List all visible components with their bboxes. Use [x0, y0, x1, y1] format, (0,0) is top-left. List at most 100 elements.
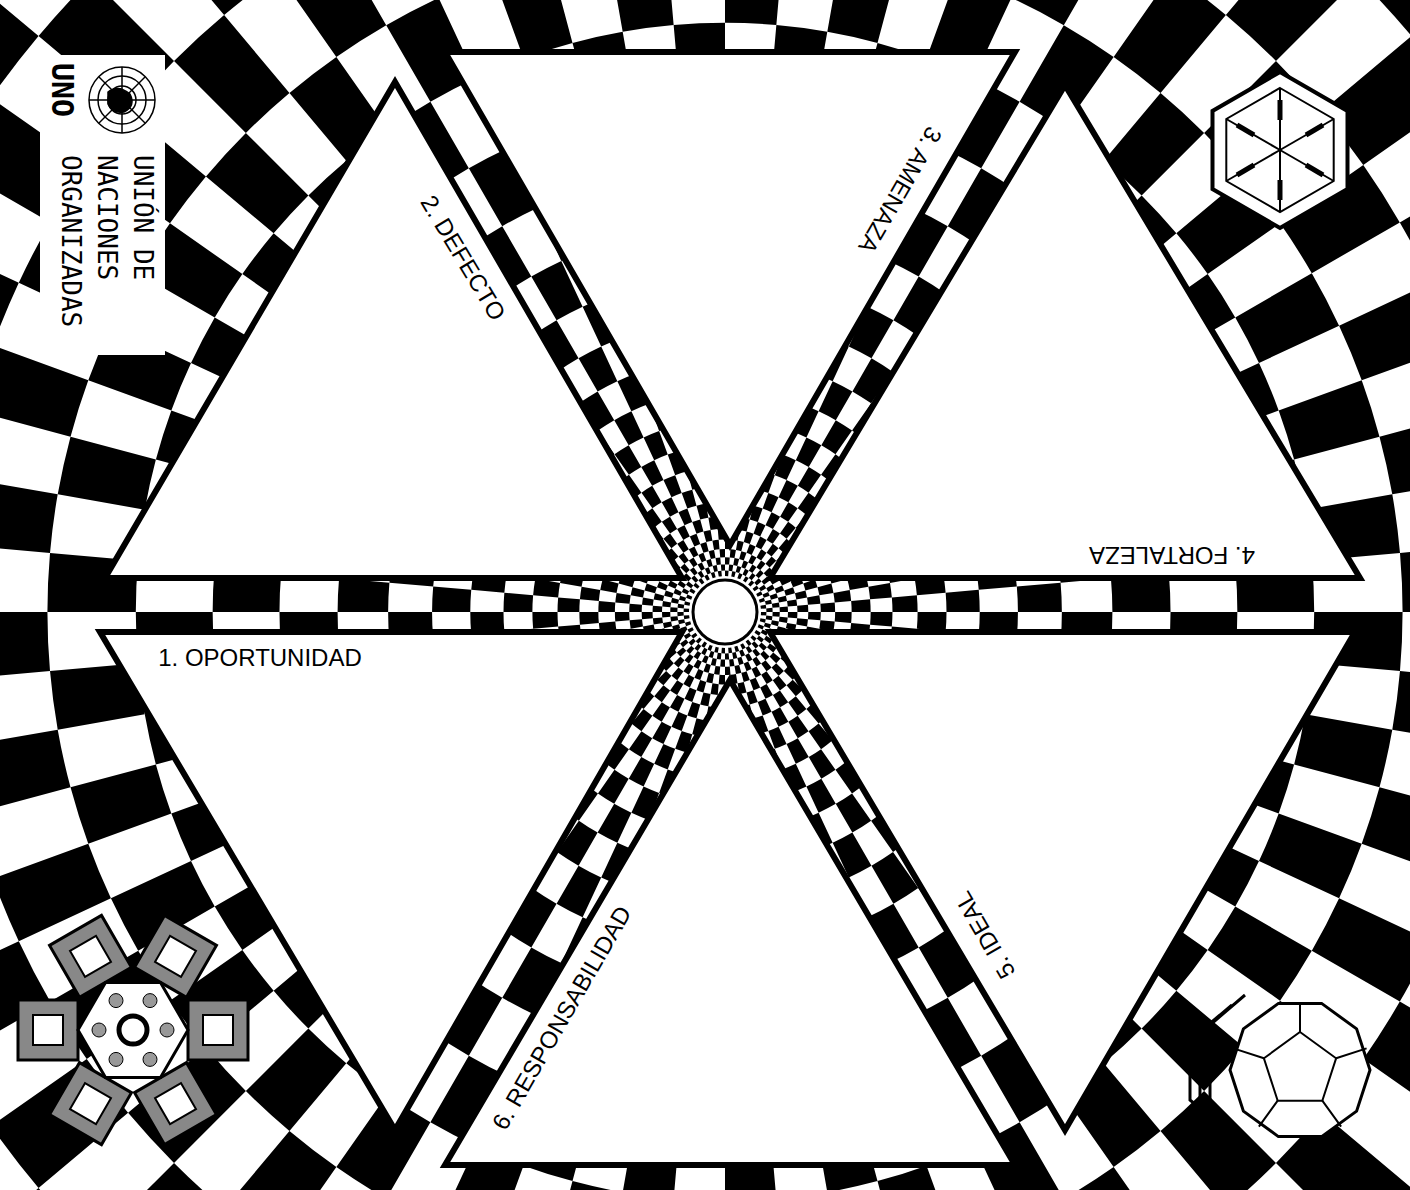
- checker-cell: [0, 233, 19, 345]
- checker-cell: [1379, 410, 1410, 494]
- checker-cell: [746, 646, 753, 653]
- checker-cell: [670, 680, 683, 695]
- checker-cell: [739, 551, 746, 560]
- checker-cell: [851, 599, 870, 612]
- checker-cell: [678, 509, 692, 526]
- spoke-mark: [1306, 125, 1323, 135]
- checker-cell: [1400, 544, 1410, 612]
- spoke-marks: [1237, 100, 1323, 200]
- flower-dots: [92, 994, 174, 1067]
- checker-cell: [798, 467, 821, 493]
- checker-cell: [796, 437, 822, 467]
- checker-cell: [749, 573, 756, 580]
- polyhedron-face: [1264, 1032, 1336, 1101]
- checker-cell: [796, 618, 808, 626]
- checker-cell: [773, 690, 788, 707]
- checker-cell: [1294, 714, 1392, 787]
- checker-cell: [756, 549, 766, 560]
- checker-cell: [1259, 814, 1362, 899]
- checker-cell: [654, 744, 675, 769]
- checker-cell: [671, 598, 679, 604]
- checker-cell: [1011, 0, 1114, 25]
- hexagon-inner: [1226, 88, 1333, 212]
- checker-cell: [579, 347, 618, 392]
- checker-cell: [761, 660, 771, 671]
- checker-cell: [752, 657, 761, 667]
- checker-cell: [0, 477, 58, 553]
- checker-cell: [759, 585, 766, 592]
- checker-cell: [614, 411, 643, 445]
- triangle-label: 4. FORTALEZA: [1089, 541, 1255, 569]
- spoke-mark: [1278, 180, 1283, 200]
- checker-cell: [737, 657, 743, 665]
- checker-cell: [708, 645, 713, 651]
- checker-cell: [703, 530, 712, 542]
- logo-box: UNOUNIÓN DE NACIONES ORGANIZADAS: [40, 55, 165, 355]
- checker-cell: [788, 696, 806, 715]
- checker-cell: [759, 598, 765, 603]
- checker-cell: [678, 619, 685, 624]
- checker-cell: [809, 749, 836, 779]
- checker-cell: [795, 590, 807, 599]
- dot: [143, 994, 157, 1008]
- checker-cell: [735, 665, 742, 674]
- checker-cell: [664, 590, 673, 597]
- text-holder: UNO: [45, 63, 79, 133]
- checker-cell: [1363, 1002, 1410, 1126]
- checker-cell: [779, 617, 788, 623]
- checker-cell: [631, 587, 645, 597]
- checker-cell: [128, 1048, 246, 1163]
- checker-cell: [504, 593, 534, 612]
- petal: [188, 1000, 248, 1060]
- triangle-panel: 4. FORTALEZA: [770, 85, 1360, 578]
- checker-cell: [711, 658, 717, 666]
- checker-cell: [674, 657, 685, 668]
- checker-cell: [741, 671, 749, 682]
- checker-cell: [691, 576, 698, 583]
- checker-cell: [729, 565, 734, 572]
- checker-cell: [674, 589, 682, 596]
- checker-cell: [629, 604, 642, 612]
- checker-cell: [754, 630, 760, 636]
- dot: [160, 1023, 174, 1037]
- checker-cell: [701, 648, 707, 655]
- spoke-mark: [1237, 165, 1254, 175]
- checker-cell: [734, 646, 739, 652]
- checker-cell: [1142, 991, 1244, 1091]
- checker-cell: [689, 546, 699, 557]
- checker-cell: [629, 731, 652, 757]
- checker-cell: [766, 608, 772, 612]
- checker-cell: [749, 565, 757, 573]
- checker-cell: [788, 716, 808, 738]
- checker-cell: [700, 692, 710, 706]
- checker-cell: [713, 565, 718, 572]
- checker-cell: [772, 707, 789, 726]
- checker-cell: [729, 659, 734, 667]
- checker-cell: [149, 0, 278, 15]
- checker-cell: [709, 550, 716, 559]
- checker-cell: [338, 578, 390, 612]
- checker-cell: [246, 1029, 346, 1131]
- checker-cell: [712, 540, 719, 550]
- checker-cell: [770, 652, 781, 663]
- checker-cell: [868, 583, 891, 599]
- checker-cell: [750, 635, 756, 641]
- checker-cell: [771, 620, 779, 626]
- checker-cell: [174, 15, 289, 133]
- petal-core: [155, 1083, 196, 1124]
- checker-cell: [689, 588, 695, 594]
- checker-cell: [690, 567, 698, 575]
- spoke: [1279, 88, 1281, 150]
- checker-cell: [662, 517, 677, 534]
- checker-cell: [720, 549, 725, 557]
- petal-core: [155, 936, 196, 977]
- logo-rotated-block: UNOUNIÓN DE NACIONES ORGANIZADAS: [40, 55, 165, 355]
- emblem-ring: [89, 67, 155, 133]
- checker-cell: [677, 647, 687, 656]
- flower-center: [78, 982, 188, 1077]
- checker-cell: [670, 607, 677, 612]
- dot: [92, 1023, 106, 1037]
- spoke: [1280, 150, 1334, 181]
- checker-cell: [432, 586, 471, 612]
- checker-cell: [765, 600, 772, 605]
